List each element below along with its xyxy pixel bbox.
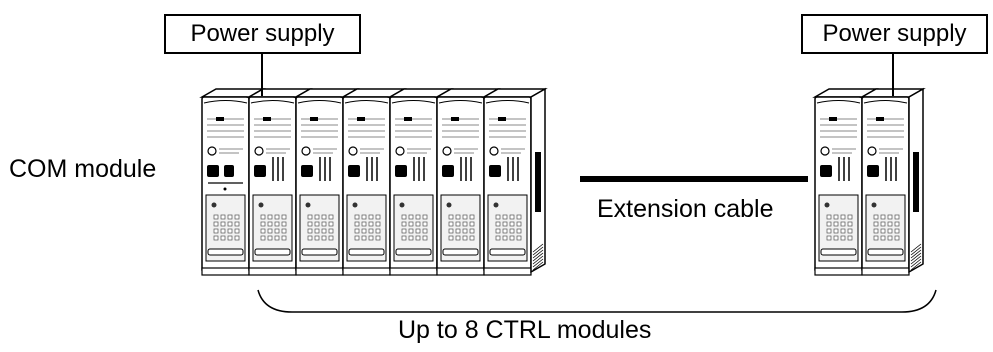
left-module-group [199,87,548,276]
com-module [199,88,266,276]
extension-cable-label: Extension cable [597,195,774,223]
right-module-group [812,87,926,276]
ctrl-module [246,88,313,276]
com-module-label: COM module [9,155,157,183]
ctrl-modules-label: Up to 8 CTRL modules [398,316,652,344]
ctrl-module [387,88,454,276]
ctrl-module [859,88,926,276]
power-supply-left-label: Power supply [164,14,361,54]
ctrl-modules-bracket [257,289,937,313]
ctrl-module [481,88,548,276]
power-supply-right-label: Power supply [801,14,988,54]
ctrl-module [812,88,879,276]
